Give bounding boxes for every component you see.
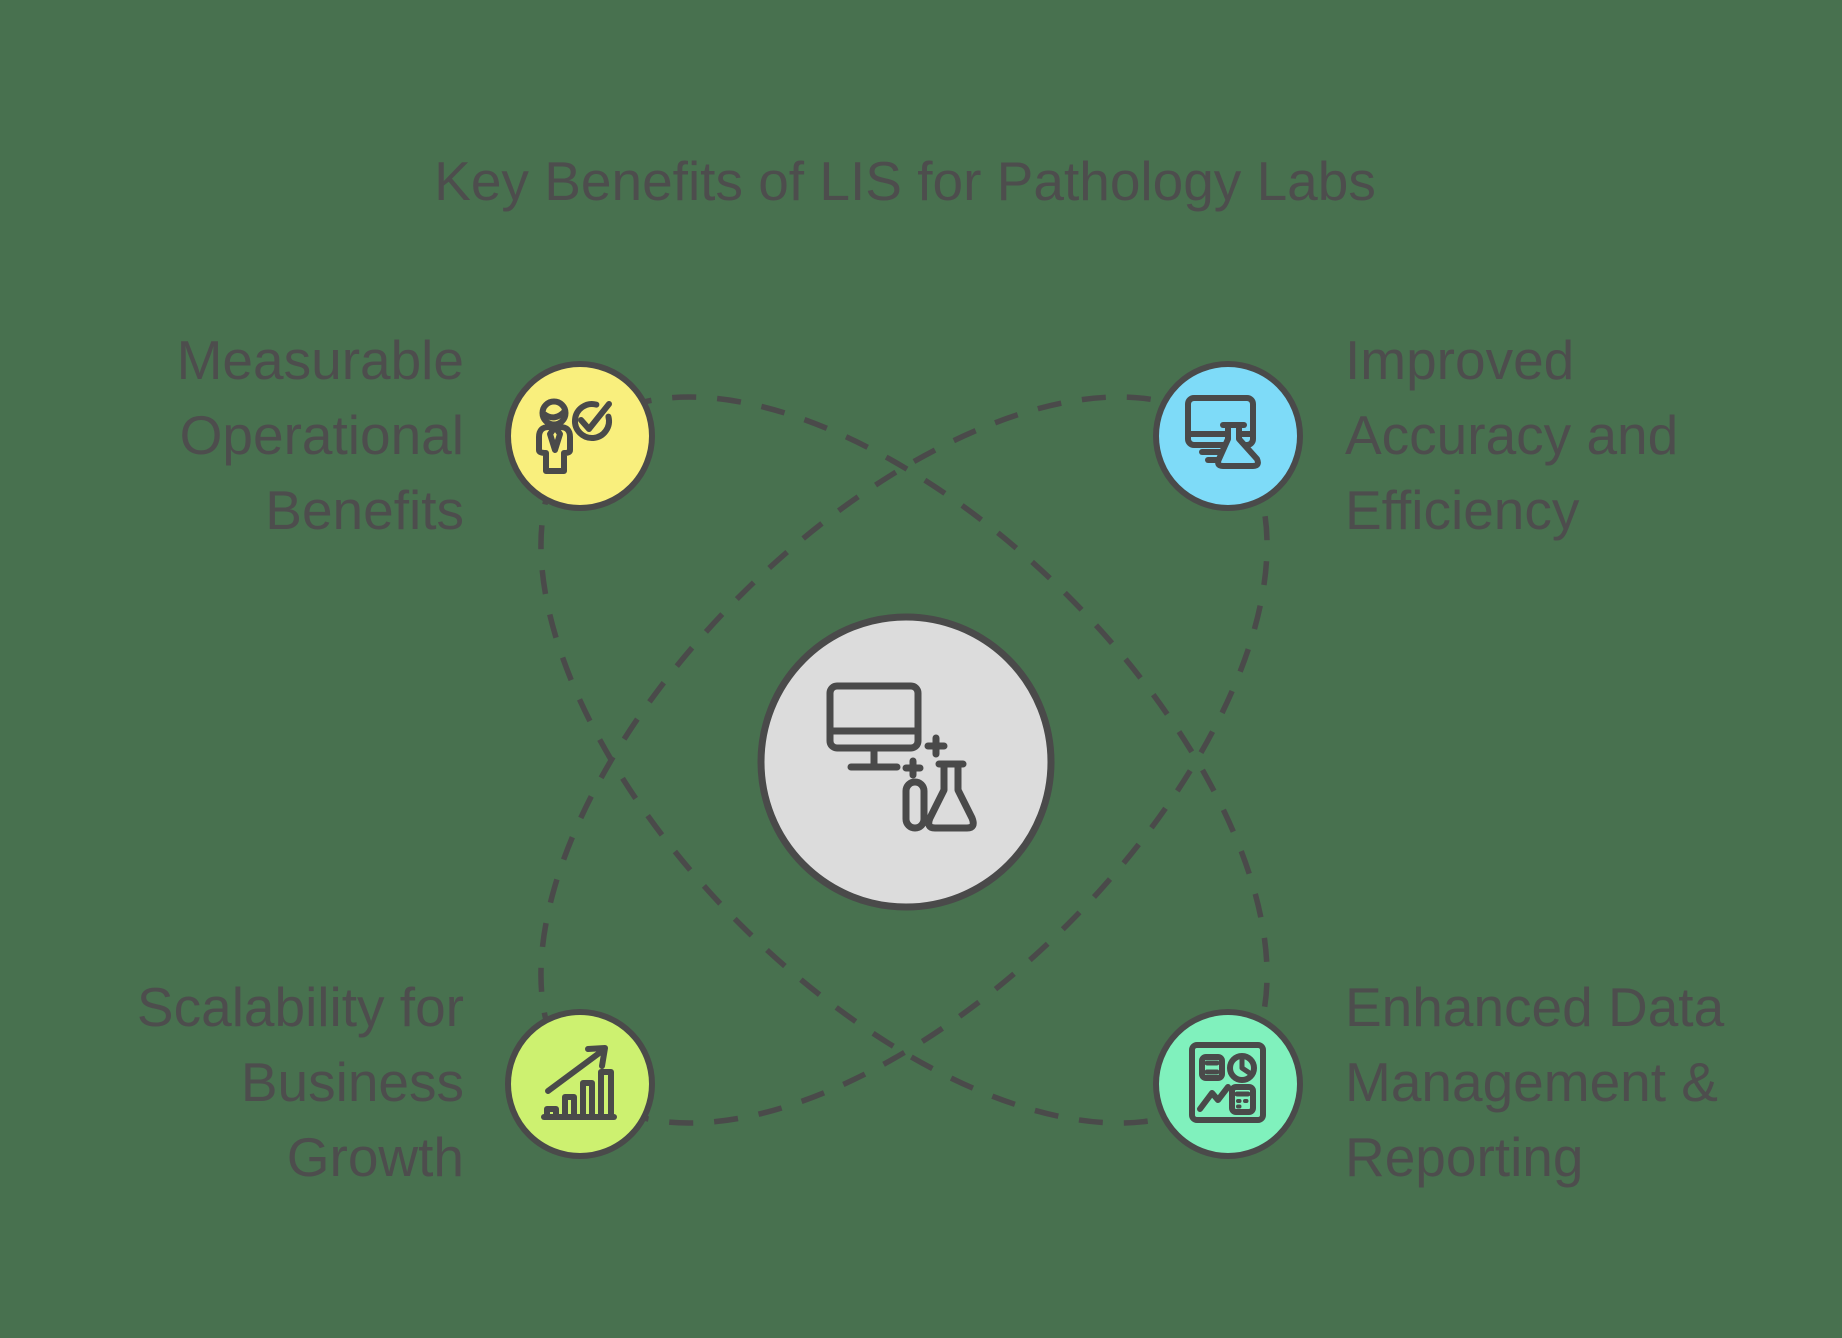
label-line: Measurable	[176, 329, 464, 391]
node-measurable-operational-benefits	[505, 361, 655, 511]
node-enhanced-data-management-reporting	[1153, 1009, 1303, 1159]
label-line: Improved	[1345, 329, 1575, 391]
label-line: Growth	[286, 1126, 464, 1188]
node-center-lis	[757, 613, 1055, 911]
label-scalability-for-business-growth: Scalability for Business Growth	[137, 970, 464, 1195]
label-measurable-operational-benefits: Measurable Operational Benefits	[177, 323, 464, 548]
growth-bar-chart-icon	[541, 1045, 617, 1120]
node-scalability-for-business-growth	[505, 1009, 655, 1159]
label-line: Accuracy and	[1345, 404, 1679, 466]
node-improved-accuracy-and-efficiency	[1153, 361, 1303, 511]
label-line: Enhanced Data	[1345, 976, 1725, 1038]
person-checkmark-icon	[536, 398, 612, 474]
monitor-flask-icon	[1185, 395, 1261, 469]
label-line: Business	[240, 1051, 464, 1113]
label-line: Reporting	[1345, 1126, 1584, 1188]
label-enhanced-data-management-reporting: Enhanced Data Management & Reporting	[1345, 970, 1724, 1195]
label-line: Operational	[179, 404, 464, 466]
label-improved-accuracy-and-efficiency: Improved Accuracy and Efficiency	[1345, 323, 1678, 548]
label-line: Efficiency	[1345, 479, 1580, 541]
label-line: Benefits	[265, 479, 464, 541]
label-line: Management &	[1345, 1051, 1718, 1113]
page-title: Key Benefits of LIS for Pathology Labs	[434, 150, 1376, 212]
label-line: Scalability for	[136, 976, 464, 1038]
dashboard-report-icon	[1189, 1042, 1266, 1123]
center-circle	[757, 613, 1055, 911]
computer-lab-system-icon	[826, 682, 977, 832]
